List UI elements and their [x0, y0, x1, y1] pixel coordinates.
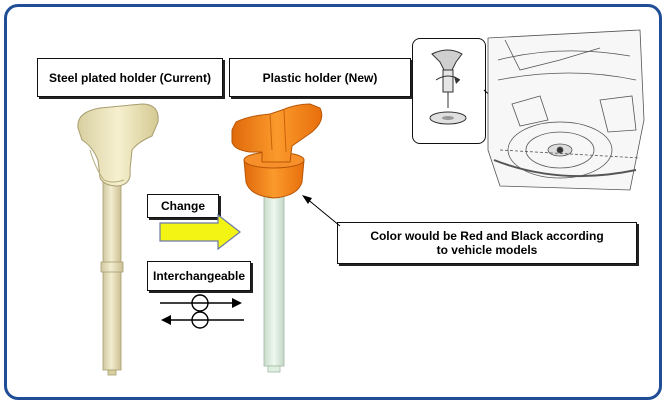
note-line-2: to vehicle models	[436, 243, 538, 257]
steel-holder-head-shade	[89, 149, 125, 183]
label-new-text: Plastic holder (New)	[262, 70, 378, 85]
note-color-variants: Color would be Red and Black according t…	[337, 222, 637, 264]
label-steel-holder-current: Steel plated holder (Current)	[37, 58, 223, 97]
pointer-arrowhead	[302, 195, 312, 204]
steel-holder-head	[77, 103, 159, 187]
plastic-holder-handle	[231, 103, 323, 163]
label-plastic-holder-new: Plastic holder (New)	[229, 58, 411, 97]
label-change-text: Change	[160, 199, 205, 213]
label-interchangeable: Interchangeable	[147, 261, 251, 291]
note-line-1: Color would be Red and Black according	[370, 229, 604, 243]
plastic-holder-cap	[243, 159, 305, 199]
label-interchangeable-text: Interchangeable	[152, 269, 246, 283]
label-current-text: Steel plated holder (Current)	[48, 70, 212, 85]
plastic-holder-bolt-tip	[267, 365, 281, 373]
steel-holder-stem-tip	[107, 369, 117, 376]
label-change: Change	[147, 194, 219, 218]
steel-holder-stem-collar	[100, 261, 124, 273]
pointer-line	[305, 197, 341, 227]
